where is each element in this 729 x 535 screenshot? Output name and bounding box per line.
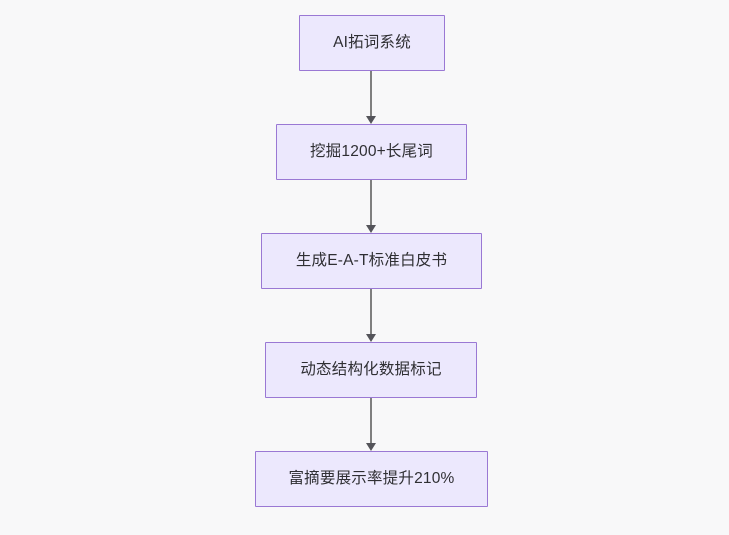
flowchart-node-mine-longtail-keywords[interactable]: 挖掘1200+长尾词 (276, 124, 467, 180)
node-label: 动态结构化数据标记 (300, 361, 442, 379)
flowchart-edge-n4-n5 (370, 398, 372, 443)
flowchart-node-generate-eat-whitepaper[interactable]: 生成E-A-T标准白皮书 (261, 233, 482, 289)
flowchart-node-ai-keyword-system[interactable]: AI拓词系统 (299, 15, 445, 71)
node-label: 富摘要展示率提升210% (288, 470, 455, 488)
flowchart-node-dynamic-structured-data-markup[interactable]: 动态结构化数据标记 (265, 342, 477, 398)
flowchart-edge-n3-n4 (370, 289, 372, 334)
flowchart-edge-n2-n3 (370, 180, 372, 225)
node-label: 生成E-A-T标准白皮书 (295, 252, 448, 270)
arrowhead-down-icon (366, 443, 376, 451)
arrowhead-down-icon (366, 225, 376, 233)
arrowhead-down-icon (366, 334, 376, 342)
node-label: 挖掘1200+长尾词 (309, 143, 434, 161)
flowchart-edge-n1-n2 (370, 71, 372, 116)
flowchart-node-rich-snippet-impression-lift[interactable]: 富摘要展示率提升210% (255, 451, 488, 507)
arrowhead-down-icon (366, 116, 376, 124)
node-label: AI拓词系统 (333, 34, 411, 52)
